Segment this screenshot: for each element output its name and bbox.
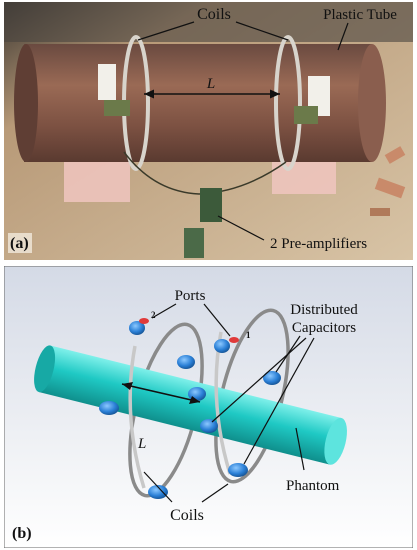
board-right bbox=[294, 106, 318, 124]
coil-2-front bbox=[128, 345, 146, 489]
capacitors-label-line2: Capacitors bbox=[292, 320, 356, 336]
cable bbox=[123, 151, 287, 195]
capacitor bbox=[214, 339, 230, 353]
preamp-board-1 bbox=[200, 188, 222, 222]
panel-a-tag: (a) bbox=[10, 235, 29, 252]
tube-end-right bbox=[358, 44, 386, 162]
coils-label-b: Coils bbox=[170, 507, 204, 524]
capacitor bbox=[228, 463, 248, 477]
port-1 bbox=[229, 337, 239, 343]
tube-end-left bbox=[14, 44, 38, 162]
capacitors bbox=[99, 321, 281, 499]
length-label: L bbox=[206, 76, 215, 92]
port-1-number: 1 bbox=[246, 330, 251, 340]
preamp-label: 2 Pre-amplifiers bbox=[270, 236, 367, 252]
ports-label: Ports bbox=[175, 288, 206, 304]
photo-setup: L Coils Plastic Tube 2 Pre-amplifiers (a… bbox=[4, 2, 413, 260]
length-arrow-b bbox=[121, 383, 201, 403]
port-2-number: 2 bbox=[151, 310, 156, 320]
coil-right bbox=[274, 35, 302, 171]
capacitor bbox=[129, 321, 145, 335]
bracket-left bbox=[98, 64, 116, 100]
model-render: 2 1 Ports Distributed Capacitors L Phant… bbox=[4, 266, 413, 548]
preamp-board-2 bbox=[184, 228, 204, 258]
capacitors-label-line1: Distributed bbox=[290, 302, 358, 318]
capacitor bbox=[99, 401, 119, 415]
capacitor bbox=[148, 485, 168, 499]
photo-panel-a: L Coils Plastic Tube 2 Pre-amplifiers (a… bbox=[4, 2, 413, 260]
capacitor bbox=[263, 371, 281, 385]
phantom-cylinder bbox=[34, 345, 347, 465]
length-label-b: L bbox=[137, 436, 146, 452]
capacitor bbox=[200, 419, 218, 433]
model-panel-b: 2 1 Ports Distributed Capacitors L Phant… bbox=[4, 266, 413, 548]
phantom-label: Phantom bbox=[286, 478, 340, 494]
panel-b-tag: (b) bbox=[12, 525, 32, 542]
board-left bbox=[104, 100, 130, 116]
coils-label: Coils bbox=[197, 6, 231, 23]
capacitor bbox=[177, 355, 195, 369]
plastic-tube-label: Plastic Tube bbox=[323, 7, 397, 23]
port-2 bbox=[139, 318, 149, 324]
capacitor bbox=[188, 387, 206, 401]
